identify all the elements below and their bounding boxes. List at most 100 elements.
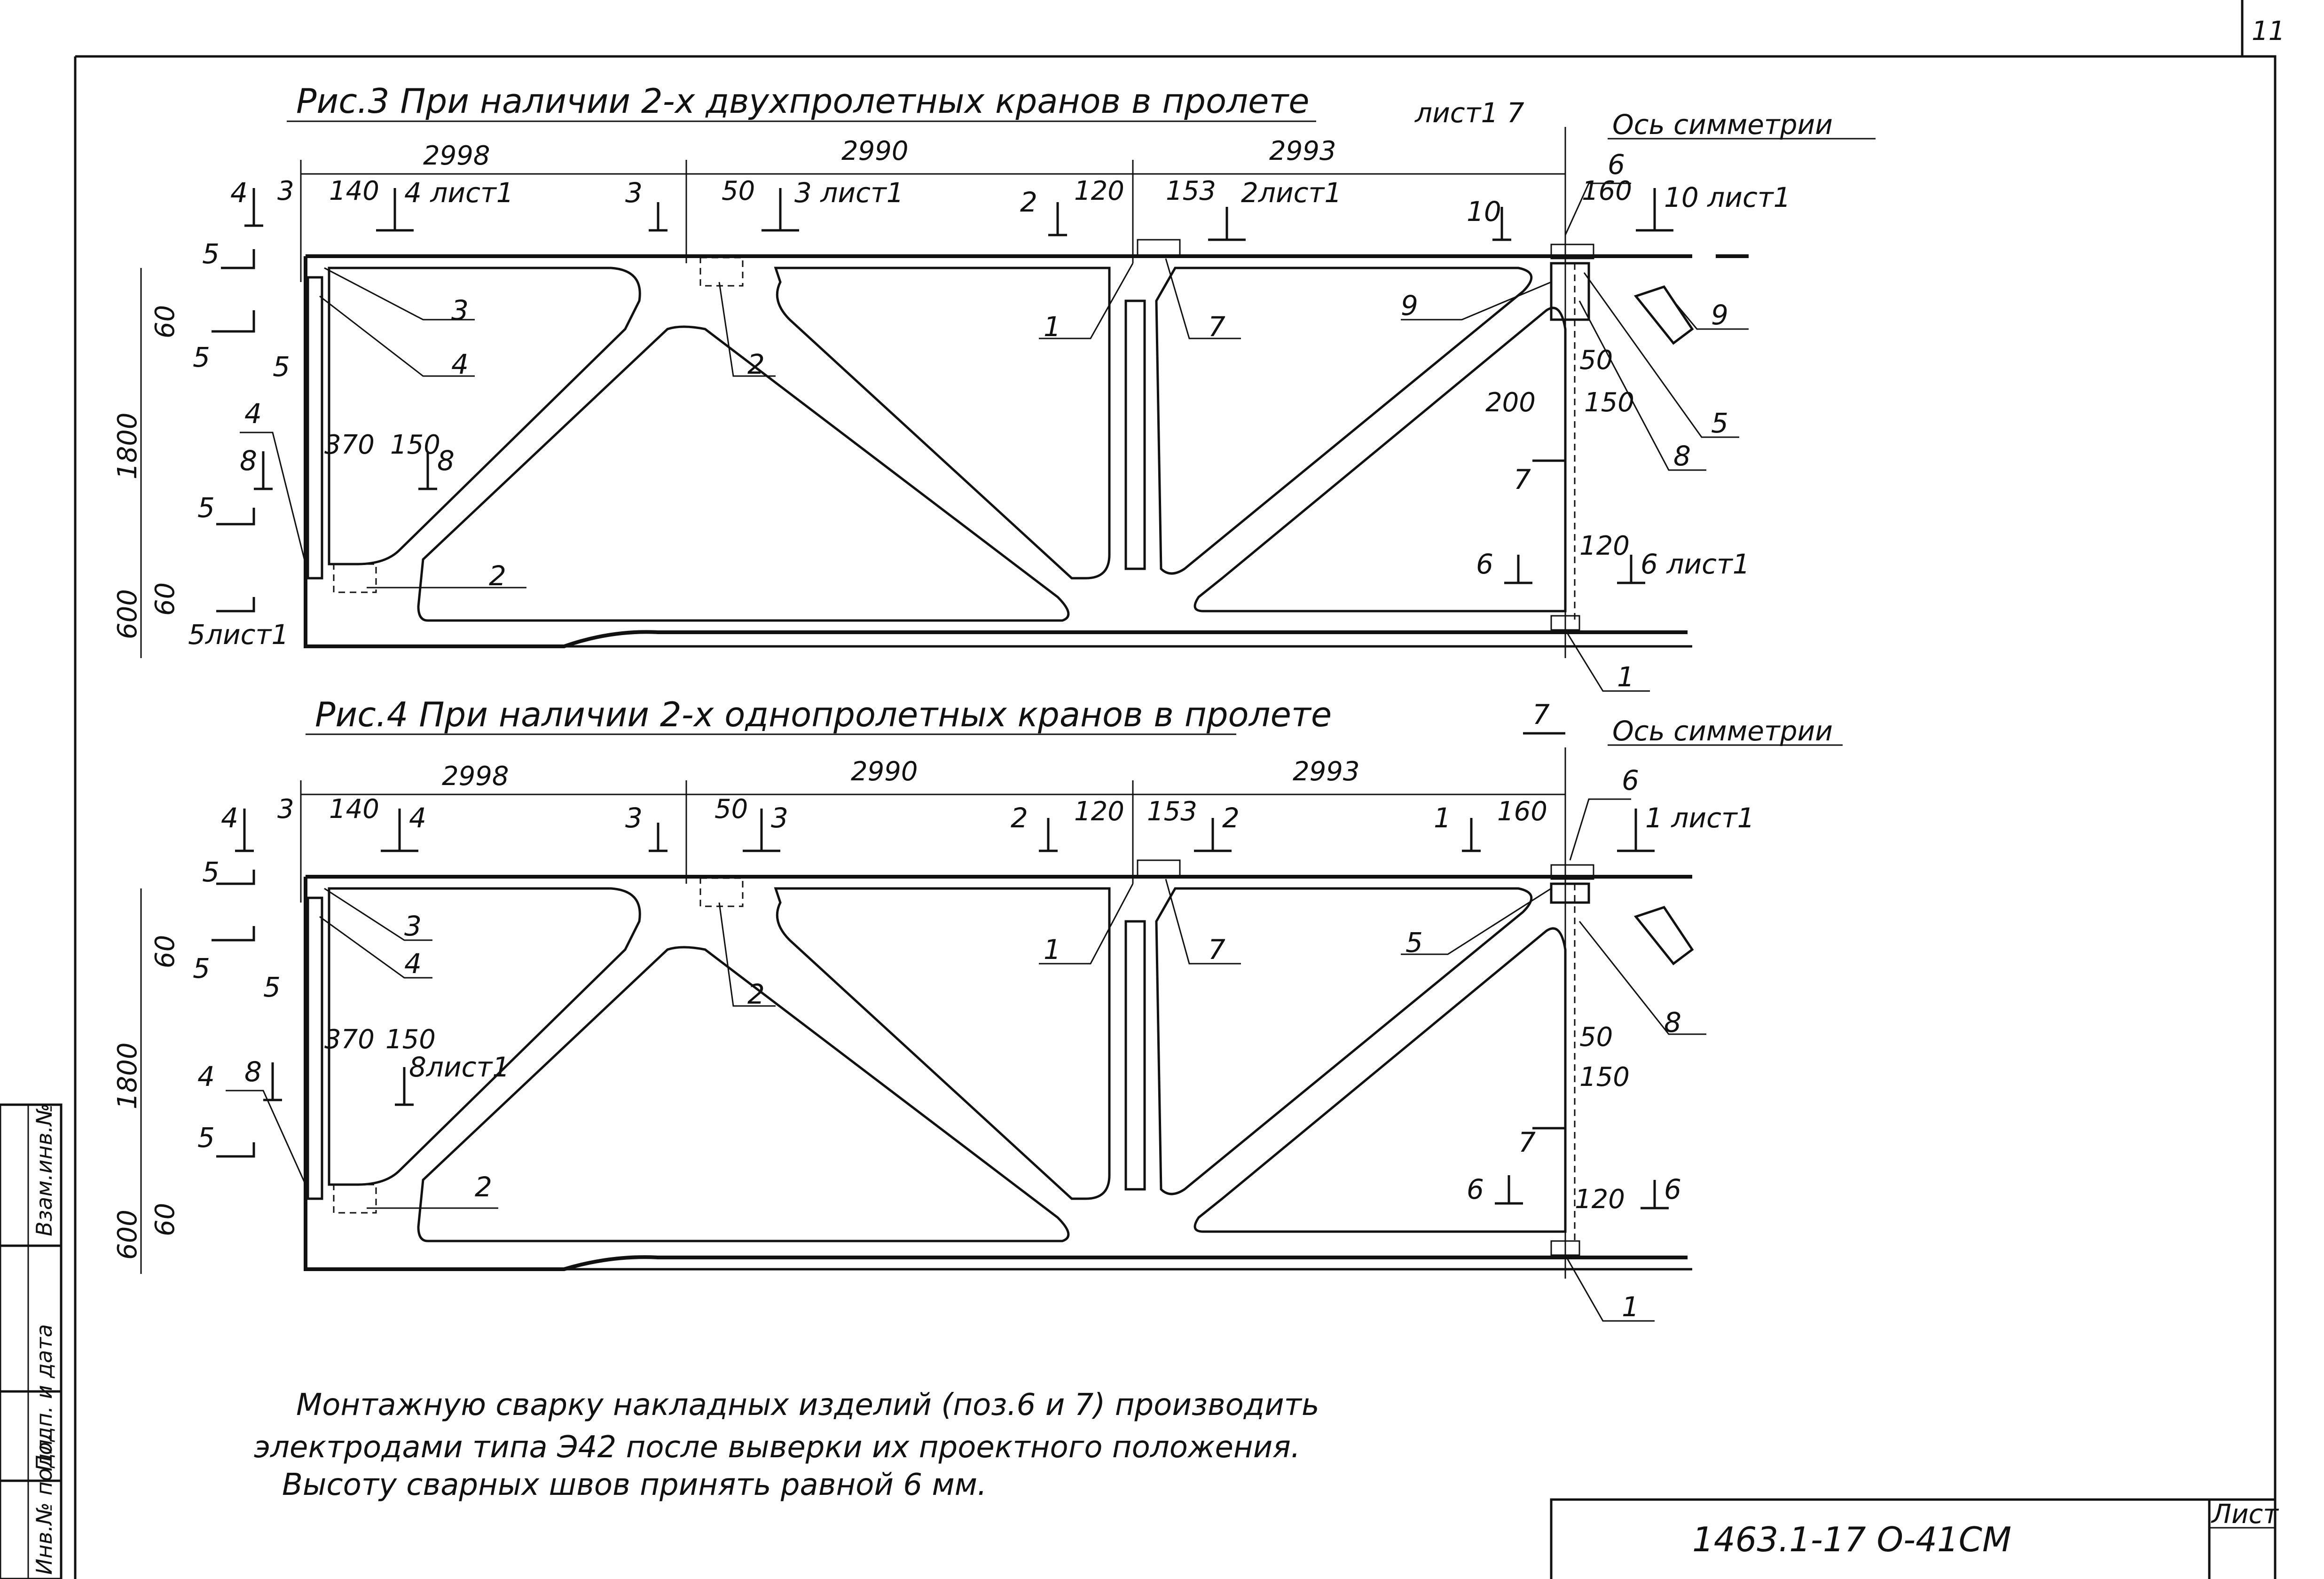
figure-3-section-6-sheet: 6 лист1 xyxy=(1641,548,1750,580)
figure-4-span-2: 2990 xyxy=(851,756,918,787)
figure-4-callout-1b: 1 xyxy=(1622,1291,1639,1323)
figure-3-section-5b: 5 xyxy=(193,341,210,373)
figure-3-dim-150a: 150 xyxy=(390,430,440,460)
figure-4-opening-1 xyxy=(328,887,641,1186)
figure-3-callout-7: 7 xyxy=(1208,311,1225,343)
figure-3-section-5-sheet: 5лист1 xyxy=(188,619,289,651)
figure-4-height-60b: 60 xyxy=(150,1203,181,1236)
figure-3-section-10: 10 xyxy=(1467,196,1501,228)
figure-4-dim-50b: 50 xyxy=(1579,1022,1613,1053)
figure-4-dim-150b: 150 xyxy=(1579,1062,1630,1092)
figure-3-section-4: 4 xyxy=(230,177,248,209)
figure-3-section-2-sheet: 2лист1 xyxy=(1241,177,1342,209)
figure-4-section-5b: 5 xyxy=(193,952,210,984)
figure-3-title: Рис.3 При наличии 2-х двухпролетных кран… xyxy=(296,81,1310,121)
figure-4-span-1: 2998 xyxy=(442,761,509,792)
figure-4-callout-3: 3 xyxy=(404,910,422,942)
figure-4-section-1-sheet: 1 лист1 xyxy=(1645,802,1755,834)
figure-3-callout-3: 3 xyxy=(451,294,469,326)
figure-4-title: Рис.4 При наличии 2-х однопролетных кран… xyxy=(315,695,1332,734)
figure-3-section-3-sheet: 3 лист1 xyxy=(794,177,904,209)
figure-4-symmetry-axis: Ось симметрии xyxy=(1612,715,1833,747)
figure-4-callout-2: 2 xyxy=(747,978,765,1010)
figure-3-callout-9a: 9 xyxy=(1401,290,1418,322)
notes-block: Монтажную сварку накладных изделий (поз.… xyxy=(254,1388,1319,1502)
figure-3-height-60a: 60 xyxy=(150,305,181,338)
figure-4-symmetry-ref: 7 xyxy=(1532,699,1550,731)
figure-3-section-3: 3 xyxy=(625,177,643,209)
corner-number: 11 xyxy=(2252,16,2285,47)
figure-4-opening-2 xyxy=(774,887,1111,1200)
figure-3-dim-140: 140 xyxy=(329,176,379,206)
figure-4-plate-top-mid xyxy=(1137,859,1181,878)
figure-3-section-2: 2 xyxy=(1020,186,1037,218)
figure-3-callout-4b: 4 xyxy=(244,398,262,430)
figure-4-section-2b: 2 xyxy=(1222,802,1240,834)
figure-3-section-6: 6 xyxy=(1476,548,1493,580)
figure-4-vertical-post xyxy=(1124,920,1146,1191)
figure-4-truss-outline xyxy=(304,875,1692,1271)
figure-3-vertical-post xyxy=(1124,299,1146,570)
figure-4-span-3: 2993 xyxy=(1293,756,1360,787)
figure-3-dim-150b: 150 xyxy=(1584,387,1634,418)
figure-4-callout-2b: 2 xyxy=(475,1171,492,1203)
figure-4-callouts: 3 4 2 1 7 5 6 8 4 2 1 xyxy=(197,764,1706,1323)
side-stamp-field-2: Подп. и дата xyxy=(31,1324,57,1471)
figure-3-symmetry-ref: лист1 7 xyxy=(1414,97,1524,129)
figure-4-dim-153: 153 xyxy=(1147,796,1197,827)
figure-3-dim-370: 370 xyxy=(324,430,375,460)
figure-3-callout-5: 5 xyxy=(1711,407,1728,439)
figure-3-span-2: 2990 xyxy=(841,136,909,166)
figure-3-opening-5 xyxy=(1193,306,1567,613)
figure-4-section-6b: 6 xyxy=(1664,1173,1681,1205)
figure-4-section-8-sheet: 8лист1 xyxy=(409,1051,510,1083)
figure-4-dim-160: 160 xyxy=(1497,796,1547,827)
figure-4-callout-7: 7 xyxy=(1208,934,1225,966)
figure-3-dim-50b: 50 xyxy=(1579,345,1613,376)
figure-4-height-60a: 60 xyxy=(150,935,181,968)
figure-3-dim-120b: 120 xyxy=(1579,531,1630,561)
figure-3-dim-200: 200 xyxy=(1485,387,1536,418)
figure-3-end-post xyxy=(306,276,323,580)
side-stamp-field-3: Взам.инв.№ xyxy=(31,1103,57,1236)
note-line-1: Монтажную сварку накладных изделий (поз.… xyxy=(296,1388,1319,1422)
figure-3-height-60b: 60 xyxy=(150,582,181,616)
note-line-2: электродами типа Э42 после выверки их пр… xyxy=(254,1430,1300,1465)
figure-4-height-600: 600 xyxy=(112,1210,143,1260)
figure-4-height-1800: 1800 xyxy=(112,1042,143,1109)
figure-4-section-5c: 5 xyxy=(263,971,281,1003)
figure-3-height-600: 600 xyxy=(112,589,143,639)
figure-3-dim-120: 120 xyxy=(1074,176,1124,206)
figure-4: Рис.4 При наличии 2-х однопролетных кран… xyxy=(112,695,1843,1323)
figure-3-plate-top-mid xyxy=(1137,239,1181,257)
stamp-code: 1463.1-17 О-41СМ xyxy=(1692,1520,2011,1559)
stamp-sheet-label: Лист xyxy=(2211,1499,2279,1530)
figure-4-callout-8: 8 xyxy=(1664,1006,1681,1038)
figure-4-section-2a: 2 xyxy=(1011,802,1028,834)
sheet-frame: 11 xyxy=(74,0,2285,1579)
figure-3-dim-153: 153 xyxy=(1166,176,1216,206)
figure-3-span-3: 2993 xyxy=(1269,136,1336,166)
title-stamp: 1463.1-17 О-41СМ Лист xyxy=(1550,1498,2279,1579)
figure-4-section-4a: 4 xyxy=(221,802,238,834)
figure-3-section-7: 7 xyxy=(1514,463,1531,495)
figure-3-section-5d: 5 xyxy=(197,492,215,524)
figure-4-opening-3 xyxy=(417,946,1070,1242)
figure-3-dim-50: 50 xyxy=(722,176,755,206)
figure-3-callout-1: 1 xyxy=(1044,311,1061,343)
figure-3: Рис.3 При наличии 2-х двухпролетных кран… xyxy=(112,81,1876,693)
figure-4-dim-50: 50 xyxy=(714,794,748,825)
figure-3-dim-3: 3 xyxy=(277,176,294,206)
figure-4-dim-120: 120 xyxy=(1074,796,1124,827)
figure-3-callout-2b: 2 xyxy=(489,560,506,592)
figure-3-opening-2 xyxy=(774,267,1111,580)
figure-3-section-8b: 8 xyxy=(437,445,455,477)
figure-4-section-3b: 3 xyxy=(771,802,788,834)
figure-3-callout-4: 4 xyxy=(451,348,469,380)
figure-3-opening-1 xyxy=(328,267,641,566)
figure-3-callout-2: 2 xyxy=(747,348,765,380)
figure-4-callout-4b: 4 xyxy=(197,1061,215,1092)
figure-4-section-7: 7 xyxy=(1518,1126,1536,1158)
figure-4-dim-150a: 150 xyxy=(385,1024,436,1055)
